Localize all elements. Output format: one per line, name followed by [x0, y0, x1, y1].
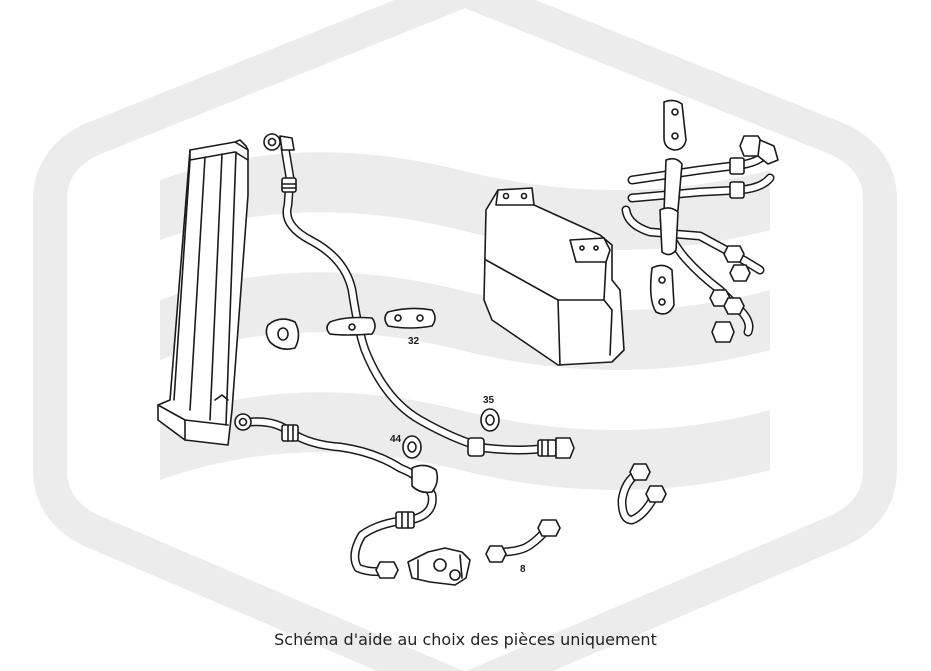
grommet-left — [265, 318, 300, 350]
caption-text: Schéma d'aide au choix des pièces unique… — [274, 630, 657, 649]
part-35-washer: 35 — [480, 395, 500, 432]
callout-8: 8 — [520, 564, 526, 575]
part-32-bracket: 32 — [384, 307, 436, 347]
u-pipe — [617, 463, 667, 525]
housing-box — [483, 187, 625, 366]
callout-44: 44 — [390, 434, 402, 445]
right-tube-assembly — [621, 99, 779, 343]
oil-cooler — [157, 139, 249, 446]
thermostat-valve — [407, 547, 471, 586]
callout-35: 35 — [483, 395, 495, 406]
callout-32: 32 — [408, 336, 420, 347]
lower-oil-hose — [234, 413, 439, 579]
upper-oil-hose — [263, 133, 575, 459]
part-44-washer: 44 — [390, 434, 422, 459]
part-8-pipe: 8 — [485, 519, 561, 575]
